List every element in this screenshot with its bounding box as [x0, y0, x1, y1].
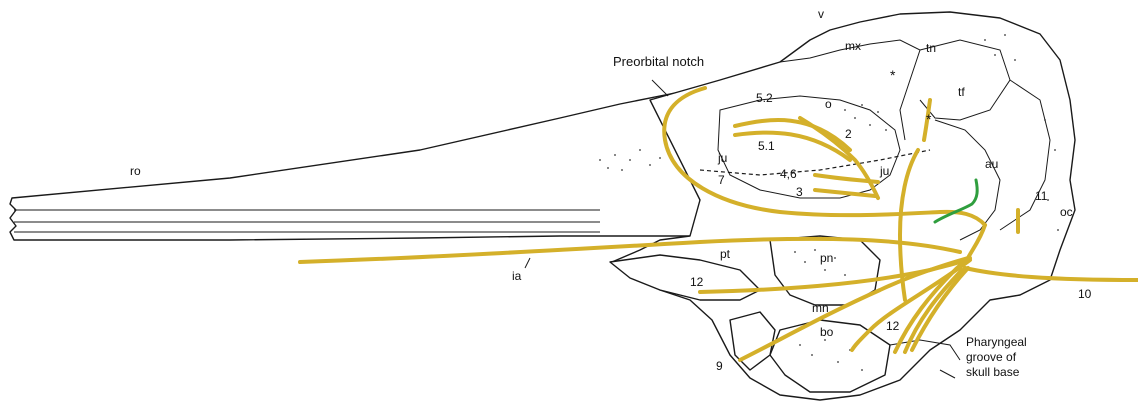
label-au: au — [985, 157, 998, 171]
pharyngeal-leader — [940, 370, 955, 378]
ia-leader — [525, 258, 530, 268]
label-5-2: 5.2 — [756, 91, 773, 105]
annotation-pharyngeal-line-3: skull base — [966, 365, 1020, 379]
label-bo: bo — [820, 325, 834, 339]
label-mx: mx — [845, 39, 861, 53]
label-star-1: * — [890, 67, 896, 83]
label-o: o — [825, 97, 832, 111]
label-ia: ia — [512, 269, 522, 283]
label-pn: pn — [820, 251, 833, 265]
label-star-2: * — [926, 111, 932, 127]
label-oc: oc — [1060, 205, 1073, 219]
label-ju-2: ju — [879, 164, 889, 178]
label-12-upper: 12 — [690, 275, 704, 289]
label-pt: pt — [720, 247, 731, 261]
annotation-pharyngeal-line-2: groove of — [966, 350, 1017, 364]
label-ro: ro — [130, 164, 141, 178]
label-12-lower: 12 — [886, 319, 900, 333]
label-10: 10 — [1078, 287, 1092, 301]
label-5-1: 5.1 — [758, 139, 775, 153]
label-mn: mn — [812, 301, 829, 315]
label-tf: tf — [958, 85, 965, 99]
label-9: 9 — [716, 359, 723, 373]
annotation-pharyngeal-line-1: Pharyngeal — [966, 335, 1027, 349]
label-2: 2 — [845, 127, 852, 141]
label-tn: tn — [926, 41, 936, 55]
label-11: 11 — [1035, 189, 1048, 203]
preorbital-leader — [652, 80, 668, 96]
label-v: v — [818, 7, 824, 21]
annotation-preorbital-notch: Preorbital notch — [613, 54, 704, 69]
label-7: 7 — [718, 173, 725, 187]
label-ju-1: ju — [717, 151, 727, 165]
label-4-6: 4,6 — [780, 167, 797, 181]
label-3: 3 — [796, 185, 803, 199]
rostrum — [10, 88, 700, 240]
